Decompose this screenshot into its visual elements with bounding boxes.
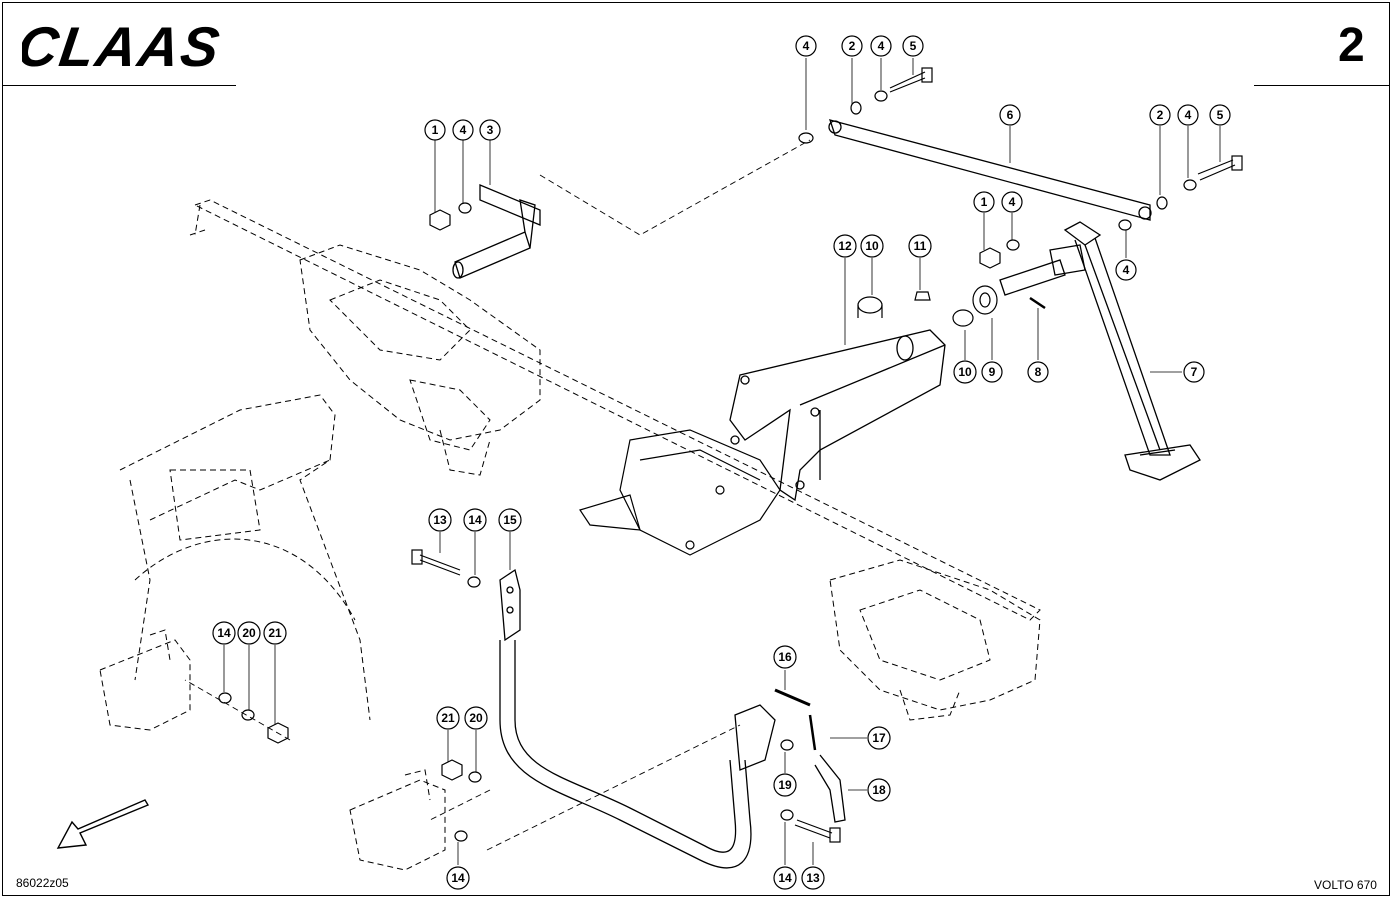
callout-4b: 4 bbox=[795, 35, 817, 57]
frame-outline-dashed bbox=[99, 199, 1041, 871]
drawing-code: 86022z05 bbox=[16, 876, 69, 890]
svg-text:CLAAS: CLAAS bbox=[22, 16, 225, 76]
svg-text:13: 13 bbox=[806, 871, 820, 885]
model-name: VOLTO 670 bbox=[1314, 878, 1377, 892]
callout-18: 18 bbox=[867, 778, 891, 802]
callout-5b: 5 bbox=[1209, 104, 1231, 126]
callout-19: 19 bbox=[773, 773, 797, 797]
callout-20a: 20 bbox=[237, 621, 261, 645]
svg-text:20: 20 bbox=[242, 626, 256, 640]
svg-text:11: 11 bbox=[914, 239, 927, 253]
callout-14d: 14 bbox=[773, 866, 797, 890]
callout-4c: 4 bbox=[870, 35, 892, 57]
callout-3: 3 bbox=[479, 119, 501, 141]
link-rod-6 bbox=[828, 119, 1152, 221]
callout-20b: 20 bbox=[464, 706, 488, 730]
assembly-lines bbox=[184, 139, 811, 851]
page-number: 2 bbox=[1338, 19, 1365, 72]
direction-arrow bbox=[56, 799, 150, 849]
callout-21b: 21 bbox=[436, 706, 460, 730]
callout-14a: 14 bbox=[463, 508, 487, 532]
svg-text:4: 4 bbox=[803, 39, 810, 53]
callout-1b: 1 bbox=[973, 191, 995, 213]
hardware bbox=[218, 67, 1243, 843]
svg-text:18: 18 bbox=[872, 783, 886, 797]
claas-logo: CLAAS bbox=[22, 16, 225, 76]
pin-3 bbox=[452, 184, 541, 279]
header-rule-right bbox=[1254, 85, 1390, 86]
callout-4e: 4 bbox=[1001, 191, 1023, 213]
svg-text:17: 17 bbox=[872, 731, 886, 745]
svg-text:20: 20 bbox=[469, 711, 483, 725]
callout-21a: 21 bbox=[263, 621, 287, 645]
callout-8: 8 bbox=[1027, 361, 1049, 383]
callout-1a: 1 bbox=[424, 119, 446, 141]
svg-text:4: 4 bbox=[878, 39, 885, 53]
svg-text:2: 2 bbox=[1157, 108, 1164, 122]
svg-text:6: 6 bbox=[1007, 108, 1014, 122]
svg-text:8: 8 bbox=[1035, 365, 1042, 379]
center-gearbox bbox=[579, 429, 781, 556]
callout-14b: 14 bbox=[212, 621, 236, 645]
svg-text:16: 16 bbox=[778, 650, 792, 664]
callout-12: 12 bbox=[833, 234, 857, 258]
callout-6: 6 bbox=[999, 104, 1021, 126]
svg-text:4: 4 bbox=[1185, 108, 1192, 122]
svg-text:1: 1 bbox=[981, 195, 988, 209]
header-rule-left bbox=[2, 85, 236, 86]
svg-text:15: 15 bbox=[503, 513, 517, 527]
callout-7: 7 bbox=[1183, 361, 1205, 383]
svg-text:5: 5 bbox=[1217, 108, 1224, 122]
callout-15: 15 bbox=[498, 508, 522, 532]
callout-10b: 10 bbox=[953, 360, 977, 384]
callout-2a: 2 bbox=[841, 35, 863, 57]
leader-lines bbox=[223, 58, 1221, 865]
callout-13b: 13 bbox=[801, 866, 825, 890]
svg-text:9: 9 bbox=[989, 365, 996, 379]
svg-text:10: 10 bbox=[958, 365, 972, 379]
svg-text:4: 4 bbox=[460, 123, 467, 137]
svg-text:2: 2 bbox=[849, 39, 856, 53]
callout-17: 17 bbox=[867, 726, 891, 750]
callout-4f: 4 bbox=[1115, 259, 1137, 281]
svg-text:1: 1 bbox=[432, 123, 439, 137]
stand-7 bbox=[999, 221, 1201, 481]
callout-16: 16 bbox=[773, 645, 797, 669]
svg-text:4: 4 bbox=[1009, 195, 1016, 209]
svg-text:14: 14 bbox=[778, 871, 792, 885]
callout-13a: 13 bbox=[428, 508, 452, 532]
fork-bracket bbox=[734, 688, 846, 823]
svg-text:19: 19 bbox=[778, 778, 792, 792]
svg-text:13: 13 bbox=[433, 513, 447, 527]
callout-4a: 4 bbox=[452, 119, 474, 141]
callout-10a: 10 bbox=[860, 234, 884, 258]
bow-lever-15 bbox=[499, 568, 752, 869]
svg-text:10: 10 bbox=[865, 239, 879, 253]
callout-14c: 14 bbox=[446, 866, 470, 890]
bracket-12 bbox=[729, 329, 946, 502]
callout-11: 11 bbox=[908, 234, 932, 258]
svg-text:5: 5 bbox=[910, 39, 917, 53]
svg-text:4: 4 bbox=[1123, 263, 1130, 277]
svg-text:14: 14 bbox=[468, 513, 482, 527]
callout-4d: 4 bbox=[1177, 104, 1199, 126]
svg-text:21: 21 bbox=[268, 626, 282, 640]
svg-text:12: 12 bbox=[838, 239, 852, 253]
svg-text:14: 14 bbox=[451, 871, 465, 885]
svg-text:14: 14 bbox=[217, 626, 231, 640]
callout-2b: 2 bbox=[1149, 104, 1171, 126]
callout-5a: 5 bbox=[902, 35, 924, 57]
callout-9: 9 bbox=[981, 361, 1003, 383]
svg-text:21: 21 bbox=[441, 711, 455, 725]
svg-text:3: 3 bbox=[487, 123, 494, 137]
svg-text:7: 7 bbox=[1191, 365, 1198, 379]
